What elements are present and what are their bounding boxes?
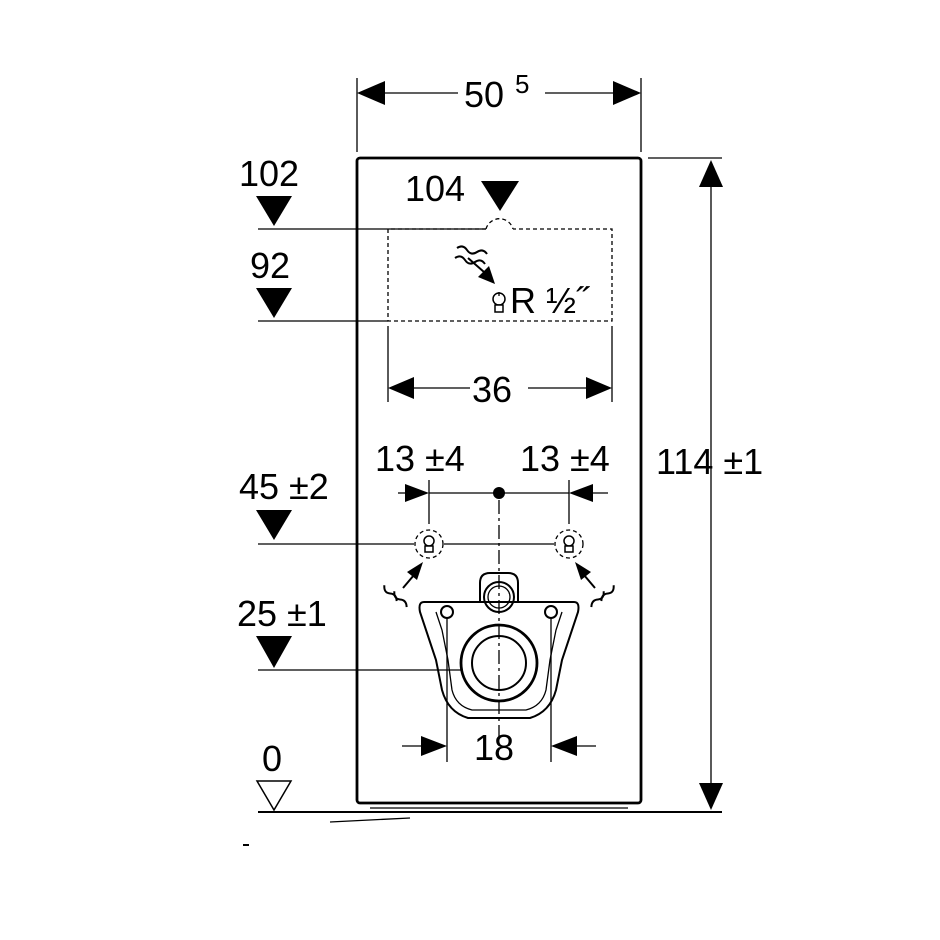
level-25: 25 ±1	[237, 593, 461, 671]
width-superscript: 5	[515, 69, 529, 99]
level-92: 92	[250, 245, 388, 322]
height-label: 114 ±1	[656, 441, 763, 482]
svg-text:102: 102	[239, 153, 299, 194]
valve-icon	[492, 292, 506, 313]
left-supply	[383, 529, 444, 608]
cistern-outline	[387, 218, 613, 322]
down-triangle-icon	[481, 181, 519, 211]
width-arrow-right	[613, 81, 641, 105]
bolt-arrow-left	[421, 736, 447, 756]
cistern-arrow-right	[586, 377, 612, 399]
svg-text:104: 104	[405, 168, 465, 209]
width-arrow-left	[357, 81, 385, 105]
bolt-arrow-right	[551, 736, 577, 756]
level-45: 45 ±2	[239, 466, 554, 545]
cistern-width-label: 36	[472, 369, 512, 410]
down-triangle-icon	[256, 636, 292, 668]
drain-outer	[459, 623, 539, 703]
floor-scratch	[329, 817, 411, 823]
wavy-arrow-icon	[383, 562, 423, 608]
svg-text:92: 92	[250, 245, 290, 286]
down-triangle-icon	[256, 510, 292, 540]
toilet-connection	[418, 572, 580, 762]
cistern-arrow-left	[388, 377, 414, 399]
width-label: 50	[464, 74, 504, 115]
svg-text:25 ±1: 25 ±1	[237, 593, 327, 634]
offset-arrow-left	[405, 484, 429, 502]
offset-left-label: 13 ±4	[375, 438, 465, 479]
bolt-spacing-dimension: 18	[402, 727, 596, 768]
offset-dimensions: 13 ±4 13 ±4	[375, 438, 610, 524]
offset-right-label: 13 ±4	[520, 438, 610, 479]
module-frame	[355, 156, 643, 809]
bolt-left	[440, 605, 454, 619]
valve-icon	[563, 535, 575, 553]
bolt-right	[544, 605, 558, 619]
svg-text:45 ±2: 45 ±2	[239, 466, 329, 507]
right-supply	[554, 529, 615, 608]
water-connection: R ½˝	[454, 245, 590, 321]
down-triangle-outline-icon	[255, 780, 293, 812]
offset-arrow-right	[569, 484, 593, 502]
valve-icon	[423, 535, 435, 553]
drain-inner	[471, 635, 527, 691]
level-104: 104	[405, 168, 519, 211]
down-triangle-icon	[256, 288, 292, 318]
height-dimension: 114 ±1	[648, 157, 763, 810]
cistern-width-dimension: 36	[387, 326, 613, 410]
width-dimension: 50 5	[356, 69, 642, 152]
connection-label: R ½˝	[510, 280, 590, 321]
height-arrow-bottom	[699, 783, 723, 810]
wavy-arrow-icon	[454, 245, 495, 284]
wavy-arrow-icon	[575, 562, 615, 608]
level-102: 102	[239, 153, 486, 230]
down-triangle-icon	[256, 196, 292, 226]
height-arrow-top	[699, 160, 723, 187]
level-0: 0	[255, 738, 293, 812]
svg-text:0: 0	[262, 738, 282, 779]
bolt-spacing-label: 18	[474, 727, 514, 768]
